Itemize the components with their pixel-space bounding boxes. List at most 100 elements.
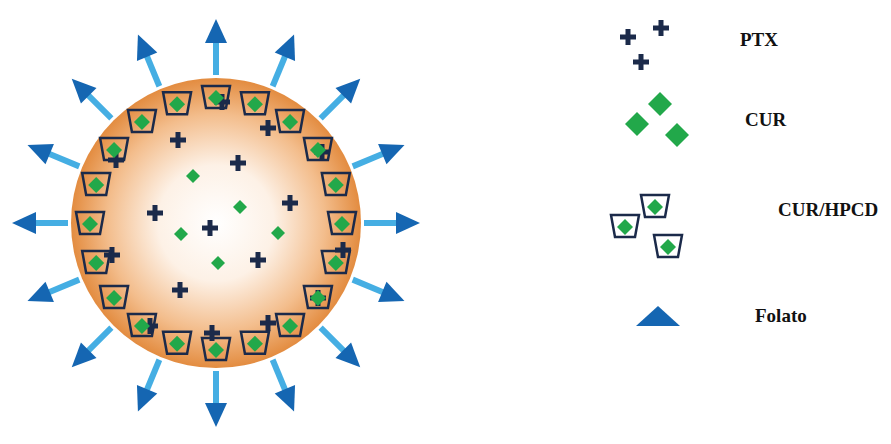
hpcd-cup: [241, 332, 269, 354]
ptx-cross: [653, 20, 669, 36]
folate-stem: [353, 153, 386, 167]
cur-diamond: [208, 90, 224, 106]
hpcd-cup: [641, 195, 669, 217]
ptx-cross: [250, 252, 266, 268]
folate-head: [137, 385, 157, 411]
cur-diamond: [310, 290, 326, 306]
cur-diamond: [647, 199, 663, 215]
cur-diamond: [169, 96, 185, 112]
cur-diamond: [134, 318, 150, 334]
cur-diamond: [271, 226, 285, 240]
folate-symbol: [636, 306, 680, 326]
ptx-cross: [230, 155, 246, 171]
folate-stem: [86, 93, 111, 118]
cur-diamond: [625, 112, 649, 136]
hpcd-cup: [322, 173, 350, 195]
folate-stem: [213, 371, 219, 407]
hpcd-cup: [128, 110, 156, 132]
folate-stem: [32, 220, 68, 226]
folate-stem: [321, 93, 346, 118]
legend-text: PTX: [740, 30, 778, 51]
ptx-cross: [310, 290, 326, 306]
cur-diamond: [186, 169, 200, 183]
hpcd-cup: [100, 286, 128, 308]
ptx-cross: [202, 220, 218, 236]
hpcd-cup: [328, 212, 356, 234]
cur-diamond: [282, 114, 298, 130]
hpcd-cup: [202, 338, 230, 360]
cur-diamond: [88, 255, 104, 271]
cur-diamond: [665, 123, 689, 147]
ptx-cross: [633, 54, 649, 70]
ptx-cross: [147, 205, 163, 221]
nanoparticle-core: [71, 78, 361, 368]
cur-diamond: [169, 336, 185, 352]
cur-diamond: [106, 290, 122, 306]
cur-diamond: [334, 216, 350, 232]
hpcd-cup: [82, 173, 110, 195]
folate-head: [72, 79, 97, 104]
folate-head: [12, 212, 36, 234]
cur-diamond: [134, 114, 150, 130]
folate-stem: [364, 220, 400, 226]
hpcd-cup: [163, 332, 191, 354]
folate-head: [378, 144, 404, 164]
hpcd-cup: [276, 110, 304, 132]
cur-diamond: [328, 255, 344, 271]
legend-text: CUR: [745, 110, 786, 131]
folate-stem: [146, 53, 160, 86]
cur-diamond: [282, 318, 298, 334]
ptx-cross: [170, 132, 186, 148]
hpcd-cup: [276, 314, 304, 336]
hpcd-cup: [304, 286, 332, 308]
hpcd-cup: [100, 138, 128, 160]
ptx-cross: [172, 282, 188, 298]
cur-diamond: [310, 142, 326, 158]
hpcd-cup: [304, 138, 332, 160]
ptx-cross: [260, 315, 276, 331]
folate-head: [205, 403, 227, 427]
folate-head: [275, 35, 295, 61]
folate-head: [336, 79, 361, 104]
folate-stem: [213, 39, 219, 75]
cur-diamond: [174, 227, 188, 241]
cur-diamond: [328, 177, 344, 193]
ptx-cross: [620, 29, 636, 45]
folate-head: [336, 343, 361, 368]
folate-head: [396, 212, 420, 234]
folate-stem: [353, 280, 386, 294]
hpcd-cup: [611, 215, 639, 237]
ptx-cross: [282, 195, 298, 211]
folate-head: [28, 144, 54, 164]
folate-head: [275, 385, 295, 411]
hpcd-cup: [654, 235, 682, 257]
folate-stem: [46, 153, 79, 167]
cur-diamond: [82, 216, 98, 232]
cur-diamond: [88, 177, 104, 193]
ptx-cross: [104, 247, 120, 263]
hpcd-cup: [241, 92, 269, 114]
cur-diamond: [211, 256, 225, 270]
folate-head: [378, 282, 404, 302]
cur-diamond: [660, 239, 676, 255]
folate-head: [72, 343, 97, 368]
folate-head: [28, 282, 54, 302]
cur-diamond: [247, 336, 263, 352]
folate-stem: [146, 360, 160, 393]
cur-diamond: [106, 142, 122, 158]
cur-diamond: [648, 92, 672, 116]
folate-stem: [86, 328, 111, 353]
folate-stem: [273, 360, 287, 393]
cur-diamond: [617, 219, 633, 235]
hpcd-cup: [202, 86, 230, 108]
hpcd-cup: [128, 314, 156, 336]
cur-diamond: [247, 96, 263, 112]
hpcd-cup: [163, 92, 191, 114]
folate-stem: [273, 53, 287, 86]
hpcd-cup: [76, 212, 104, 234]
hpcd-cup: [322, 251, 350, 273]
cur-diamond: [233, 200, 247, 214]
folate-stem: [321, 328, 346, 353]
legend-text: CUR/HPCD: [778, 200, 878, 221]
